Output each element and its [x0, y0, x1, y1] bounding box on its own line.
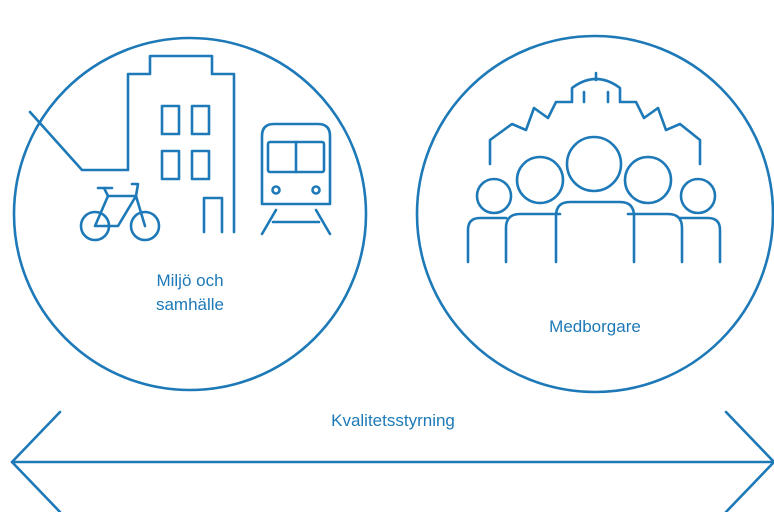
citizens-circle: [415, 34, 774, 394]
environment-society-label-line1: Miljö och: [156, 271, 223, 290]
bicycle-icon: [79, 182, 161, 242]
building-skyline-icon: [488, 71, 702, 166]
citizens-group: Medborgare: [415, 34, 774, 394]
quality-management-label: Kvalitetsstyrning: [331, 411, 455, 430]
people-group-icon: [466, 135, 722, 264]
city-buildings-icon: [28, 54, 236, 234]
citizens-label: Medborgare: [549, 317, 641, 336]
train-icon: [260, 122, 332, 236]
environment-society-label-line2: samhälle: [156, 295, 224, 314]
environment-society-circle: [12, 36, 368, 392]
double-headed-arrow-icon: [10, 410, 774, 512]
environment-society-group: Miljö och samhälle: [12, 36, 368, 392]
